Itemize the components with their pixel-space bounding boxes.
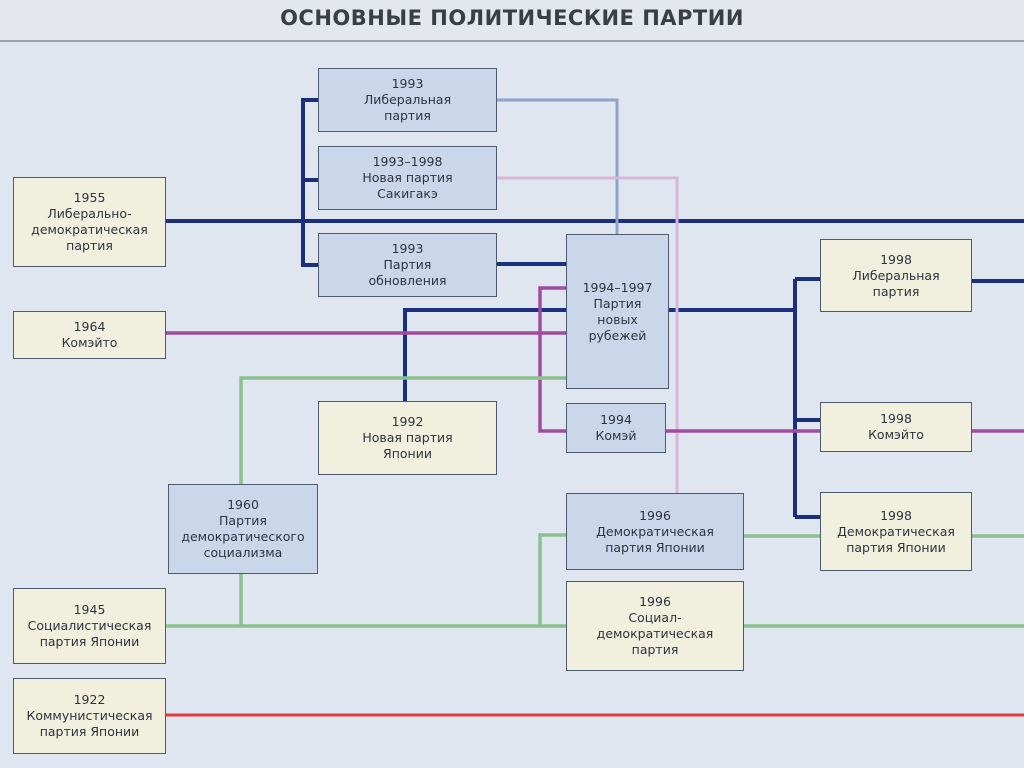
party-name-line: партия <box>872 283 920 299</box>
header-bar: ОСНОВНЫЕ ПОЛИТИЧЕСКИЕ ПАРТИИ <box>0 0 1024 42</box>
party-box-liberal-1998: 1998 Либеральная партия <box>820 239 972 312</box>
party-name-line: Либерально- <box>47 206 132 221</box>
socialist-lines <box>166 376 1024 628</box>
party-name-line: партия <box>631 642 679 657</box>
komeito-to-komei94 <box>538 333 566 433</box>
party-name-line: рубежей <box>588 327 647 343</box>
newjapan-to-newfrontier <box>403 308 566 401</box>
party-name-line: Либеральная <box>363 92 452 107</box>
party-year: 1955 <box>73 190 106 205</box>
party-name-line: социализма <box>203 545 283 560</box>
party-year: 1993–1998 <box>372 154 443 169</box>
party-name-line: Партия <box>383 257 432 272</box>
party-box-renewal-1993: 1993 Партия обновления <box>318 233 497 297</box>
party-box-komeito-1998: 1998 Комэйто <box>820 402 972 452</box>
party-box-sdp-1996: 1996 Социал- демократическая партия <box>566 581 744 671</box>
party-name-line: демократического <box>181 529 305 544</box>
party-name-line: партия Японии <box>846 539 946 555</box>
party-box-new-frontier: 1994–1997 Партия новых рубежей <box>566 234 669 389</box>
party-year: 1998 <box>880 251 912 267</box>
party-year: 1945 <box>73 602 106 617</box>
party-year: 1996 <box>639 594 671 609</box>
party-name-line: партия Японии <box>39 724 140 739</box>
party-box-dsp-1960: 1960 Партия демократического социализма <box>168 484 318 574</box>
party-year: 1998 <box>880 507 912 523</box>
liberal93-to-newfrontier <box>497 98 619 234</box>
party-name-line: новых <box>597 311 638 327</box>
jsp-to-dpj96 <box>538 533 566 626</box>
party-box-jcp-1922: 1922 Коммунистическая партия Японии <box>13 678 166 754</box>
party-name-line: Комэйто <box>61 335 118 350</box>
party-name-line: Либеральная <box>852 267 940 283</box>
ldp-lines <box>166 98 1024 519</box>
party-year: 1994–1997 <box>582 279 653 295</box>
party-box-dpj-1996: 1996 Демократическая партия Японии <box>566 493 744 570</box>
party-year: 1993 <box>391 241 424 256</box>
party-name-line: Новая партия <box>362 170 453 185</box>
party-box-ldp-1955: 1955 Либерально- демократическая партия <box>13 177 166 267</box>
party-year: 1994 <box>600 412 632 427</box>
sakigake-to-dpj96 <box>497 176 679 493</box>
party-name-line: партия Японии <box>605 539 705 555</box>
party-box-jsp-1945: 1945 Социалистическая партия Японии <box>13 588 166 664</box>
party-name-line: Демократическая <box>837 523 955 539</box>
party-year: 1998 <box>880 411 912 426</box>
party-year: 1996 <box>639 507 671 523</box>
komeito-to-newfrontier <box>538 286 566 333</box>
dsp-to-newfrontier <box>239 376 566 484</box>
party-name-line: партия <box>66 238 113 253</box>
party-year: 1992 <box>391 414 424 429</box>
party-box-dpj-1998: 1998 Демократическая партия Японии <box>820 492 972 571</box>
party-name-line: Сакигакэ <box>377 186 438 201</box>
komeito-lines <box>166 286 1024 433</box>
party-name-line: Комэйто <box>868 427 924 442</box>
party-name-line: Партия <box>219 513 267 528</box>
ldp-split-bracket <box>301 98 318 267</box>
party-name-line: демократическая <box>31 222 148 237</box>
party-name-line: партия Японии <box>39 634 140 649</box>
party-name-line: Партия <box>593 295 642 311</box>
party-box-komei-1994: 1994 Комэй <box>566 403 666 453</box>
party-name-line: Новая партия <box>362 430 453 445</box>
page-title: ОСНОВНЫЕ ПОЛИТИЧЕСКИЕ ПАРТИИ <box>280 6 744 30</box>
party-name-line: Японии <box>383 446 432 461</box>
party-year: 1993 <box>391 76 424 91</box>
party-name-line: партия <box>384 108 431 123</box>
party-name-line: Социал- <box>628 610 682 625</box>
party-box-liberal-1993: 1993 Либеральная партия <box>318 68 497 132</box>
party-year: 1960 <box>227 497 259 512</box>
party-box-new-japan-1992: 1992 Новая партия Японии <box>318 401 497 475</box>
party-name-line: Комэй <box>595 428 637 443</box>
party-box-komeito-1964: 1964 Комэйто <box>13 311 166 359</box>
party-name-line: Демократическая <box>596 523 714 539</box>
party-year: 1964 <box>73 319 106 334</box>
party-name-line: демократическая <box>596 626 714 641</box>
party-name-line: обновления <box>368 273 447 288</box>
party-box-sakigake: 1993–1998 Новая партия Сакигакэ <box>318 146 497 210</box>
party-name-line: Коммунистическая <box>26 708 153 723</box>
party-name-line: Социалистическая <box>27 618 152 633</box>
party-year: 1922 <box>73 692 106 707</box>
